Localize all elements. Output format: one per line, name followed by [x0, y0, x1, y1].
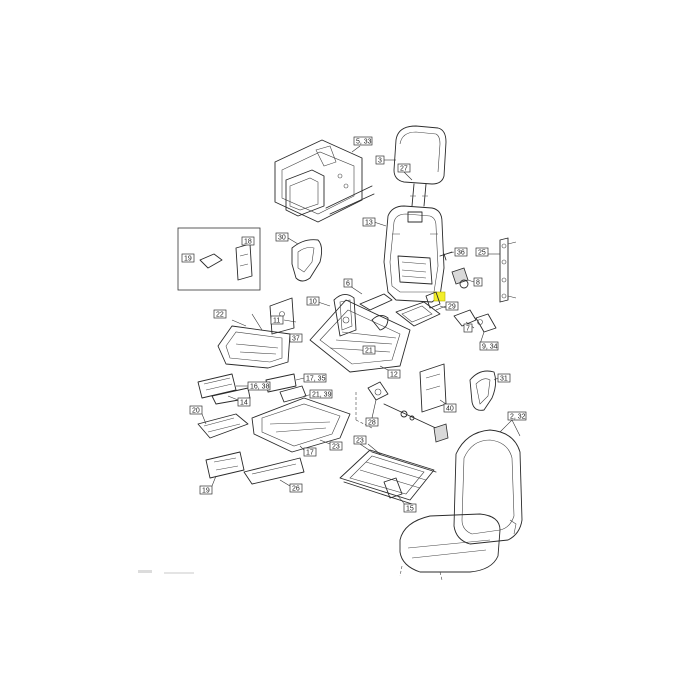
- callout-17-35[interactable]: 17, 35: [303, 373, 327, 383]
- svg-text:23: 23: [356, 438, 364, 445]
- callout-22[interactable]: 22: [213, 309, 227, 319]
- highlighted-part-marker: [433, 291, 446, 302]
- svg-text:37: 37: [292, 336, 300, 343]
- complete-seat: [399, 429, 523, 581]
- svg-text:6: 6: [346, 281, 350, 288]
- callout-13a[interactable]: 13: [362, 217, 376, 227]
- inset-frame: [177, 227, 261, 291]
- svg-text:19: 19: [184, 256, 192, 263]
- seat-frame: [309, 293, 411, 373]
- svg-text:26: 26: [292, 486, 300, 493]
- side-cover-left: [291, 239, 323, 282]
- callout-21a[interactable]: 21: [362, 345, 376, 355]
- callout-28[interactable]: 28: [365, 417, 379, 427]
- callout-23b[interactable]: 23: [353, 435, 367, 445]
- small-hardware: [439, 251, 469, 289]
- callout-18a[interactable]: 18: [241, 236, 255, 246]
- svg-text:2, 32: 2, 32: [510, 414, 526, 421]
- svg-text:12: 12: [390, 372, 398, 379]
- side-panel-assembly: [274, 139, 375, 223]
- svg-text:11: 11: [273, 318, 280, 325]
- svg-text:18: 18: [244, 239, 252, 246]
- callout-7[interactable]: 7: [463, 323, 473, 333]
- headrest: [393, 125, 447, 207]
- svg-text:27: 27: [400, 166, 408, 173]
- svg-text:16, 38: 16, 38: [250, 384, 270, 391]
- callout-23a[interactable]: 23: [329, 441, 343, 451]
- svg-text:21, 39: 21, 39: [312, 392, 332, 399]
- svg-text:7: 7: [466, 326, 470, 333]
- backrest-frame: [383, 205, 445, 303]
- callout-29[interactable]: 29: [445, 301, 459, 311]
- callout-12[interactable]: 12: [387, 369, 401, 379]
- inset-bracket: [199, 243, 253, 281]
- svg-text:36: 36: [457, 250, 465, 257]
- svg-text:23: 23: [332, 444, 340, 451]
- svg-text:30: 30: [278, 235, 286, 242]
- callout-6[interactable]: 6: [343, 278, 353, 288]
- callout-5-33[interactable]: 5, 33: [353, 136, 373, 146]
- callout-37[interactable]: 37: [289, 333, 303, 343]
- callout-9-34[interactable]: 9, 34: [479, 341, 499, 351]
- svg-text:28: 28: [368, 420, 376, 427]
- lower-seat-plate: [251, 385, 351, 453]
- callout-36[interactable]: 36: [454, 247, 468, 257]
- callout-19a[interactable]: 19: [181, 253, 195, 263]
- callout-2-32[interactable]: 2, 32: [507, 411, 527, 421]
- svg-text:14: 14: [240, 400, 248, 407]
- right-bracket: [499, 237, 517, 303]
- svg-text:22: 22: [216, 312, 224, 319]
- callout-8[interactable]: 8: [473, 277, 483, 287]
- callout-31[interactable]: 31: [497, 373, 511, 383]
- svg-text:25: 25: [478, 250, 486, 257]
- callout-25[interactable]: 25: [475, 247, 489, 257]
- svg-text:21: 21: [365, 348, 373, 355]
- callout-21-39[interactable]: 21, 39: [309, 389, 333, 399]
- svg-text:9, 34: 9, 34: [482, 344, 498, 351]
- svg-text:13: 13: [365, 220, 373, 227]
- callout-labels: 5, 33 3 27 13 18 19 30 36 25 6 8 10 11 2…: [181, 136, 527, 513]
- rail-pieces: [197, 373, 297, 405]
- callout-10[interactable]: 10: [306, 296, 320, 306]
- callout-20[interactable]: 20: [189, 405, 203, 415]
- callout-30[interactable]: 30: [275, 232, 289, 242]
- scan-mark: [138, 570, 194, 574]
- callout-40[interactable]: 40: [443, 403, 457, 413]
- svg-text:3: 3: [378, 158, 382, 165]
- svg-text:17: 17: [306, 450, 314, 457]
- callout-16-38[interactable]: 16, 38: [247, 381, 271, 391]
- callout-3[interactable]: 3: [375, 155, 385, 165]
- callout-27[interactable]: 27: [397, 163, 411, 173]
- svg-text:10: 10: [309, 299, 317, 306]
- svg-text:20: 20: [192, 408, 200, 415]
- left-bracket-20: [197, 413, 249, 439]
- svg-text:5, 33: 5, 33: [356, 139, 372, 146]
- callout-17[interactable]: 17: [303, 447, 317, 457]
- callout-15[interactable]: 15: [403, 503, 417, 513]
- svg-text:29: 29: [448, 304, 456, 311]
- svg-text:8: 8: [476, 280, 480, 287]
- center-parts: [355, 363, 497, 443]
- callout-11[interactable]: 11: [270, 315, 284, 325]
- svg-text:31: 31: [500, 376, 508, 383]
- svg-text:17, 35: 17, 35: [306, 376, 326, 383]
- svg-text:19: 19: [202, 488, 210, 495]
- bottom-plates: [205, 451, 305, 485]
- callout-26[interactable]: 26: [289, 483, 303, 493]
- svg-text:15: 15: [406, 506, 414, 513]
- svg-text:40: 40: [446, 406, 454, 413]
- base-tray: [217, 319, 291, 369]
- callout-14[interactable]: 14: [237, 397, 251, 407]
- callout-19b[interactable]: 19: [199, 485, 213, 495]
- recliner-mechanism: [395, 291, 497, 333]
- slide-rail-assembly: [339, 443, 437, 505]
